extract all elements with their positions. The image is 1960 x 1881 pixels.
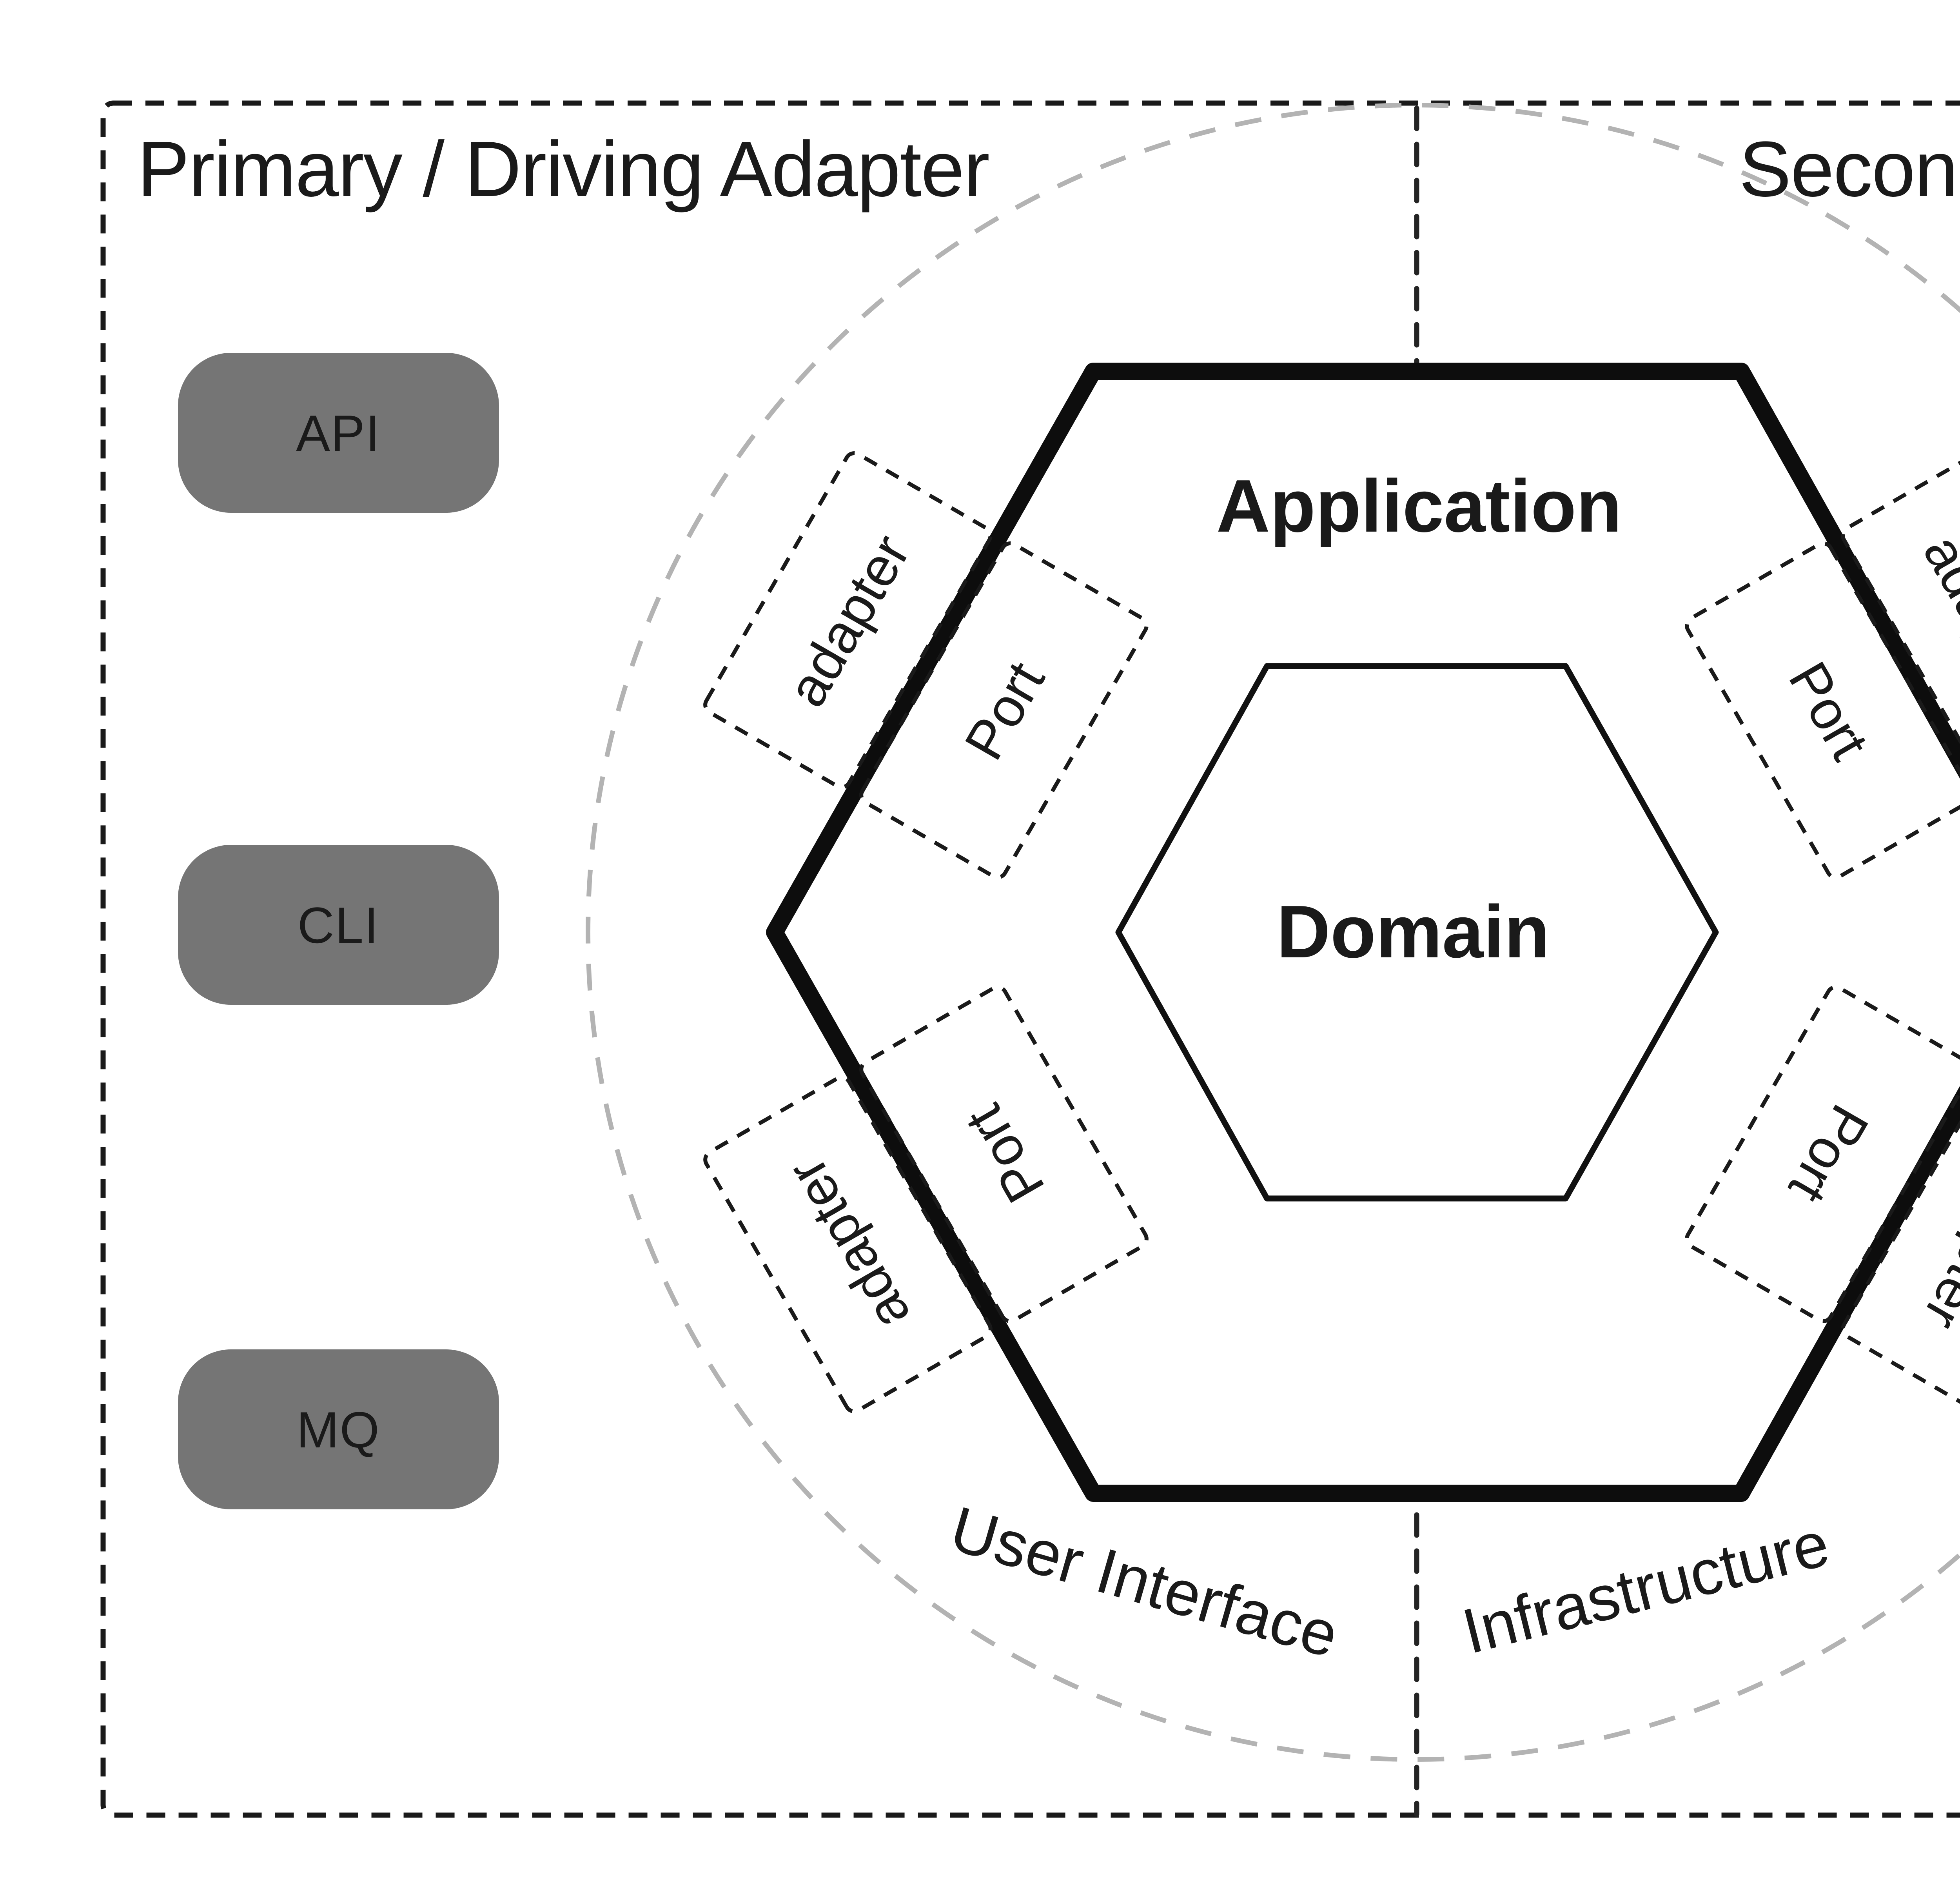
application-label: Application [1216,465,1622,548]
user-interface-zone: User Interface [943,1493,1346,1671]
pill-api: API [178,353,499,513]
user-interface-zone-label: User Interface [943,1493,1346,1671]
pill-mq: MQ [178,1349,499,1509]
pill-mq-shape [178,1349,499,1509]
pill-api-shape [178,353,499,513]
pill-mq-label: MQ [296,1401,380,1458]
adapter-label-bottom-left: adapter [775,1148,922,1340]
pill-cli-label: CLI [298,897,379,954]
pill-api-label: API [296,405,381,462]
secondary-adapter-zone-label: Secondary / Driven Adapter [1739,125,1960,213]
primary-adapter-zone-label: Primary / Driving Adapter [137,125,989,213]
infrastructure-zone-label: Infrastructure [1455,1508,1836,1667]
pill-cli: CLI [178,845,499,1005]
adapter-label-top-left: adapter [775,525,922,717]
infrastructure-zone: Infrastructure [1455,1508,1836,1667]
domain-label: Domain [1277,890,1550,973]
domain-hexagon [1115,663,1719,1202]
pill-cli-shape [178,845,499,1005]
boundary-circle [586,103,1960,1762]
